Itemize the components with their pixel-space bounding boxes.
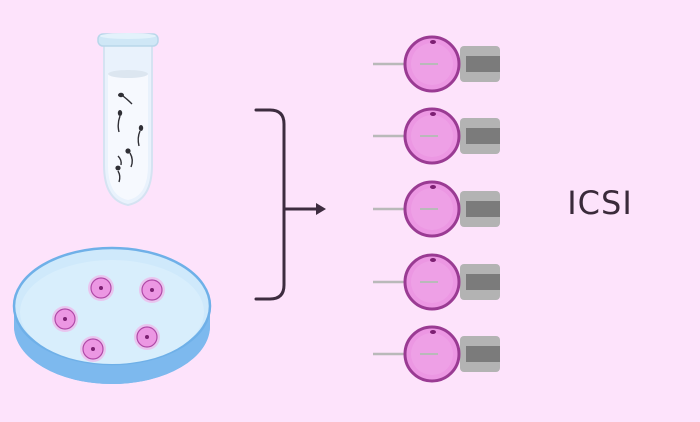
- oocyte: [139, 277, 165, 303]
- icsi-injection-icon: [373, 107, 500, 165]
- oocyte: [88, 275, 114, 301]
- icsi-injection-icon: [373, 35, 500, 93]
- icsi-rows: [373, 35, 500, 383]
- sperm-cell: [125, 148, 133, 168]
- sperm-cell: [115, 165, 121, 183]
- sperm-cell: [117, 155, 122, 166]
- icsi-injection-icon: [373, 325, 500, 383]
- petri-dish-icon: [12, 246, 212, 384]
- icsi-injection-icon: [373, 253, 500, 311]
- bracket-arrow-icon: [254, 108, 326, 301]
- icsi-label: ICSI: [567, 184, 633, 222]
- test-tube-icon: [97, 33, 159, 207]
- oocyte: [134, 324, 160, 350]
- icsi-injection-icon: [373, 180, 500, 238]
- sperm-cell: [117, 110, 123, 133]
- sperm-cell: [118, 92, 133, 105]
- sperm-cell: [137, 125, 144, 147]
- sperm-cells: [115, 92, 144, 183]
- oocyte: [52, 306, 78, 332]
- oocytes-in-dish: [52, 275, 165, 362]
- oocyte: [80, 336, 106, 362]
